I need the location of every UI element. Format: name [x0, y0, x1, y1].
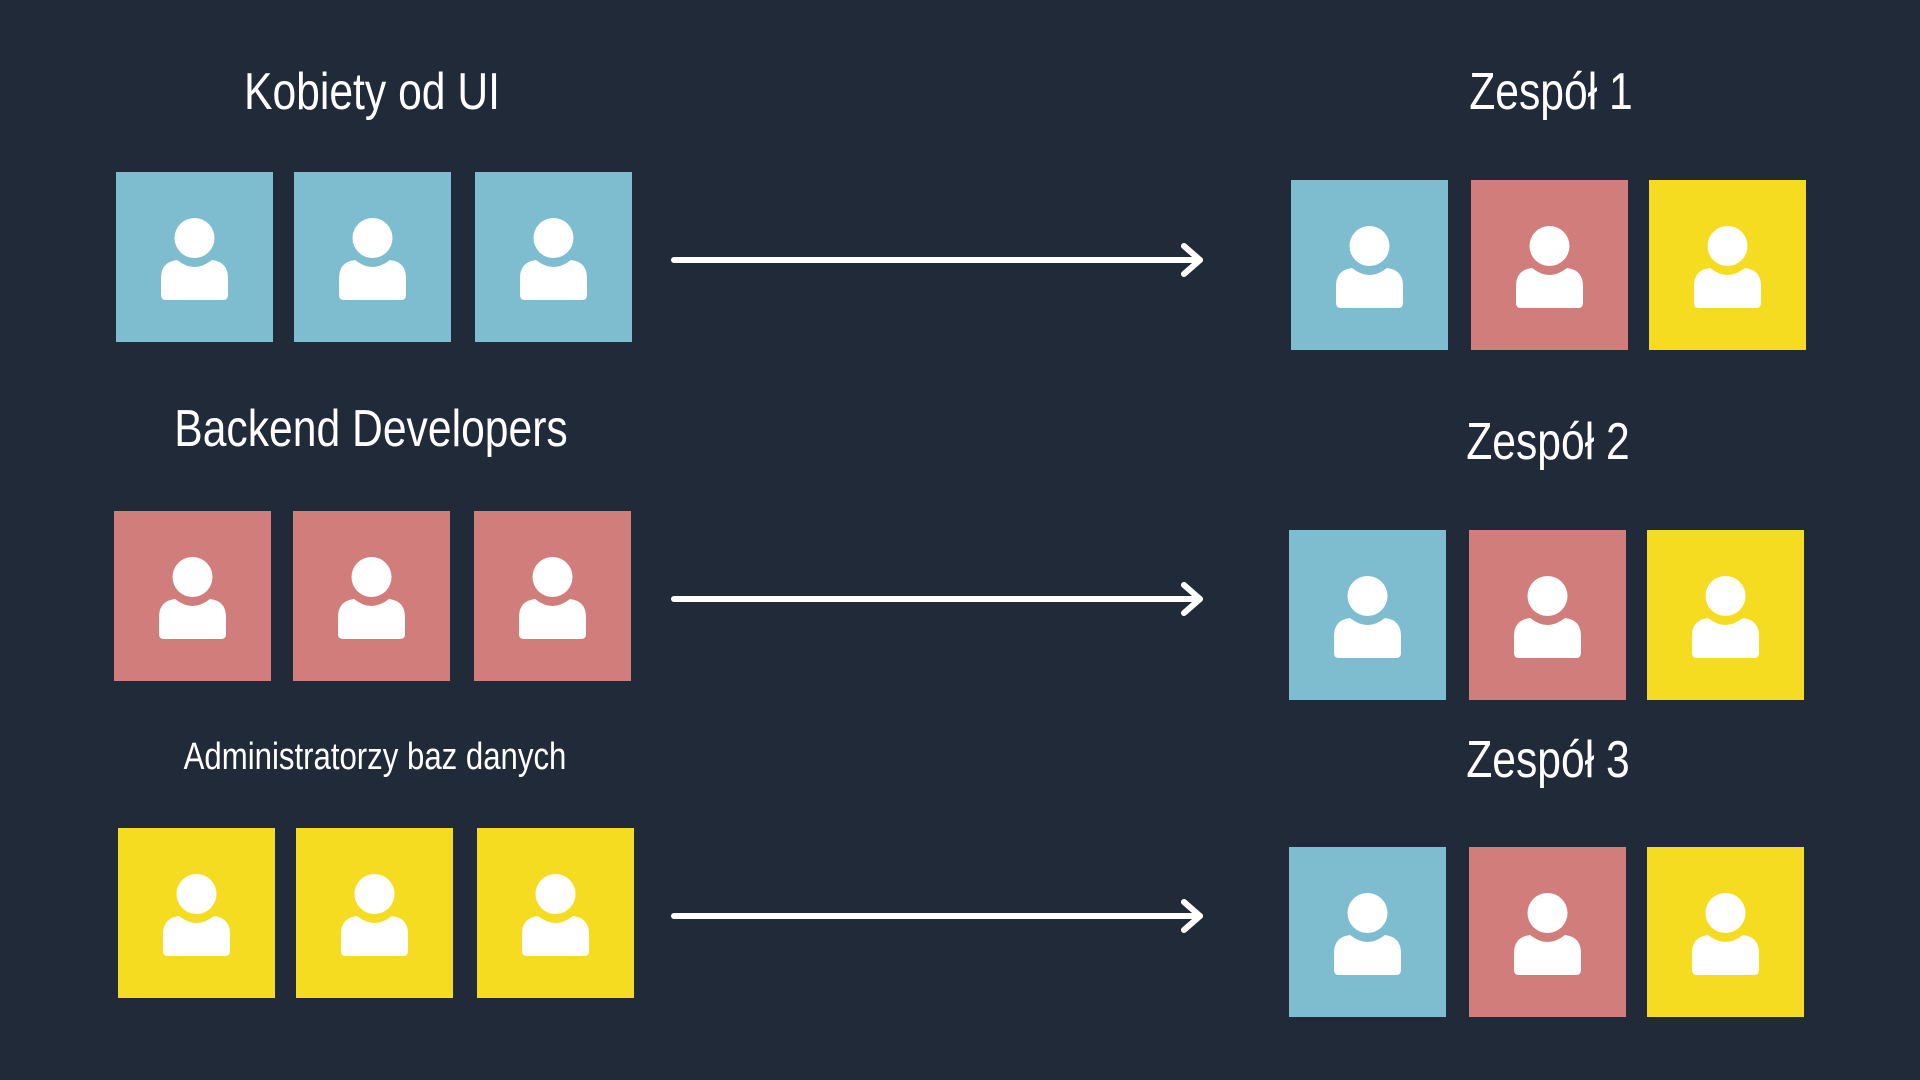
- person-icon: [159, 557, 226, 639]
- member-tile-ui: [475, 172, 632, 342]
- member-tile-db: [296, 828, 453, 998]
- member-tile-db: [1647, 530, 1804, 700]
- person-icon: [338, 557, 405, 639]
- person-icon: [1694, 226, 1761, 308]
- member-tile-ui: [294, 172, 451, 342]
- person-icon: [520, 218, 587, 300]
- member-tile-db: [1647, 847, 1804, 1017]
- member-tile-backend: [1471, 180, 1628, 350]
- person-icon: [341, 874, 408, 956]
- member-tile-backend: [1469, 530, 1626, 700]
- member-tile-backend: [114, 511, 271, 681]
- source-group-title-ui: Kobiety od UI: [244, 63, 500, 121]
- member-tile-ui: [1289, 530, 1446, 700]
- member-tile-db: [477, 828, 634, 998]
- person-icon: [1336, 226, 1403, 308]
- person-icon: [1334, 576, 1401, 658]
- member-tile-ui: [1289, 847, 1446, 1017]
- person-icon: [1516, 226, 1583, 308]
- member-tile-db: [118, 828, 275, 998]
- arrow-right-icon: [671, 582, 1203, 616]
- person-icon: [163, 874, 230, 956]
- member-tile-ui: [116, 172, 273, 342]
- arrow-right-icon: [671, 243, 1203, 277]
- member-tile-ui: [1291, 180, 1448, 350]
- member-tile-db: [1649, 180, 1806, 350]
- person-icon: [1692, 576, 1759, 658]
- source-group-title-db: Administratorzy baz danych: [183, 736, 567, 778]
- person-icon: [522, 874, 589, 956]
- member-tile-backend: [293, 511, 450, 681]
- team-title-2: Zespół 2: [1466, 413, 1630, 471]
- person-icon: [161, 218, 228, 300]
- arrow-right-icon: [671, 899, 1203, 933]
- member-tile-backend: [474, 511, 631, 681]
- person-icon: [1334, 893, 1401, 975]
- person-icon: [1514, 576, 1581, 658]
- source-group-title-backend: Backend Developers: [174, 400, 568, 458]
- person-icon: [1692, 893, 1759, 975]
- member-tile-backend: [1469, 847, 1626, 1017]
- team-title-1: Zespół 1: [1469, 63, 1633, 121]
- person-icon: [1514, 893, 1581, 975]
- person-icon: [519, 557, 586, 639]
- team-title-3: Zespół 3: [1466, 731, 1630, 789]
- person-icon: [339, 218, 406, 300]
